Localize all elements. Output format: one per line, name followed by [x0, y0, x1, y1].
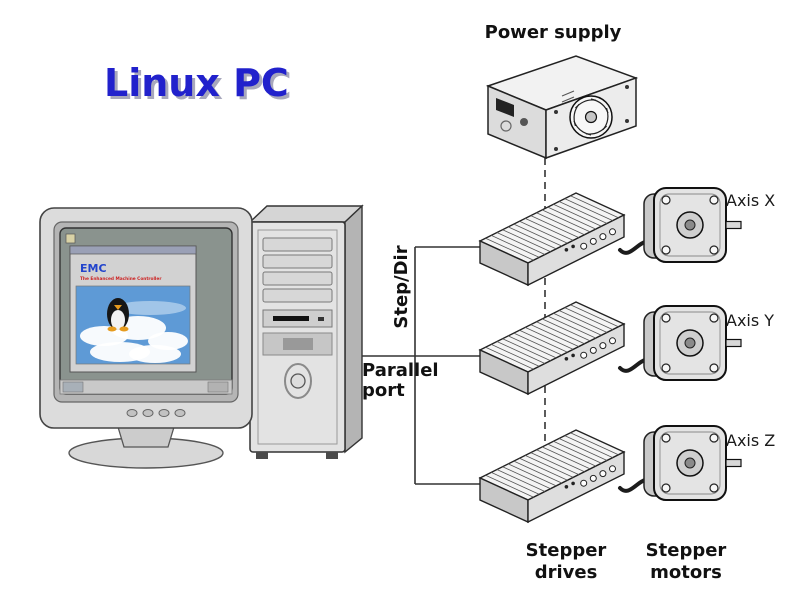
stepper-drives-label-line2: drives	[535, 562, 598, 583]
crt-monitor: EMC The Enhanced Machine Controller	[39, 207, 253, 469]
axis-z-label: Axis Z	[726, 431, 775, 450]
tower-foot	[326, 452, 338, 459]
parallel-port-label-line2: port	[362, 380, 405, 401]
stepper-motor-y	[618, 304, 743, 382]
stepper-motors-label-line1: Stepper	[646, 540, 727, 561]
emc-window: EMC The Enhanced Machine Controller	[69, 245, 197, 373]
taskbar	[59, 379, 233, 395]
stepper-drives-label-line1: Stepper	[526, 540, 607, 561]
stepper-drive-2	[479, 301, 625, 395]
labels: Linux PC Linux PC Power supply Step/Dir …	[104, 22, 775, 583]
tux-penguin	[107, 298, 129, 332]
desktop-icon	[65, 233, 76, 244]
pc-tower	[248, 204, 364, 459]
drive-bays	[262, 237, 333, 303]
stepper-drive-1	[479, 192, 625, 286]
tower-foot	[256, 452, 268, 459]
monitor-screen: EMC The Enhanced Machine Controller	[59, 227, 233, 395]
emc-logo-text: EMC	[80, 262, 107, 275]
psu-front-vents	[496, 98, 528, 132]
monitor-neck	[117, 426, 175, 448]
floppy-drive	[262, 309, 333, 328]
power-button	[284, 363, 312, 399]
stepper-drive-3	[479, 429, 625, 523]
power-supply-label: Power supply	[485, 22, 622, 43]
clouds-picture	[75, 285, 191, 365]
axis-x-label: Axis X	[726, 191, 775, 210]
axis-y-label: Axis Y	[726, 311, 774, 330]
monitor-buttons	[126, 409, 186, 417]
window-titlebar	[69, 245, 197, 255]
step-dir-wiring	[358, 246, 481, 485]
parallel-port-label-line1: Parallel	[362, 360, 439, 381]
emc-subtitle-text: The Enhanced Machine Controller	[80, 276, 162, 282]
psu-fan	[554, 85, 629, 151]
page-title: Linux PC	[104, 61, 289, 105]
stepper-motor-z	[618, 424, 743, 502]
power-supply	[485, 55, 639, 160]
front-panel-slot	[283, 338, 313, 350]
stepper-motor-x	[618, 186, 743, 264]
stepper-motors-label-line2: motors	[650, 562, 722, 583]
step-dir-label: Step/Dir	[391, 245, 412, 328]
page-title-shadow: Linux PC	[107, 64, 292, 108]
